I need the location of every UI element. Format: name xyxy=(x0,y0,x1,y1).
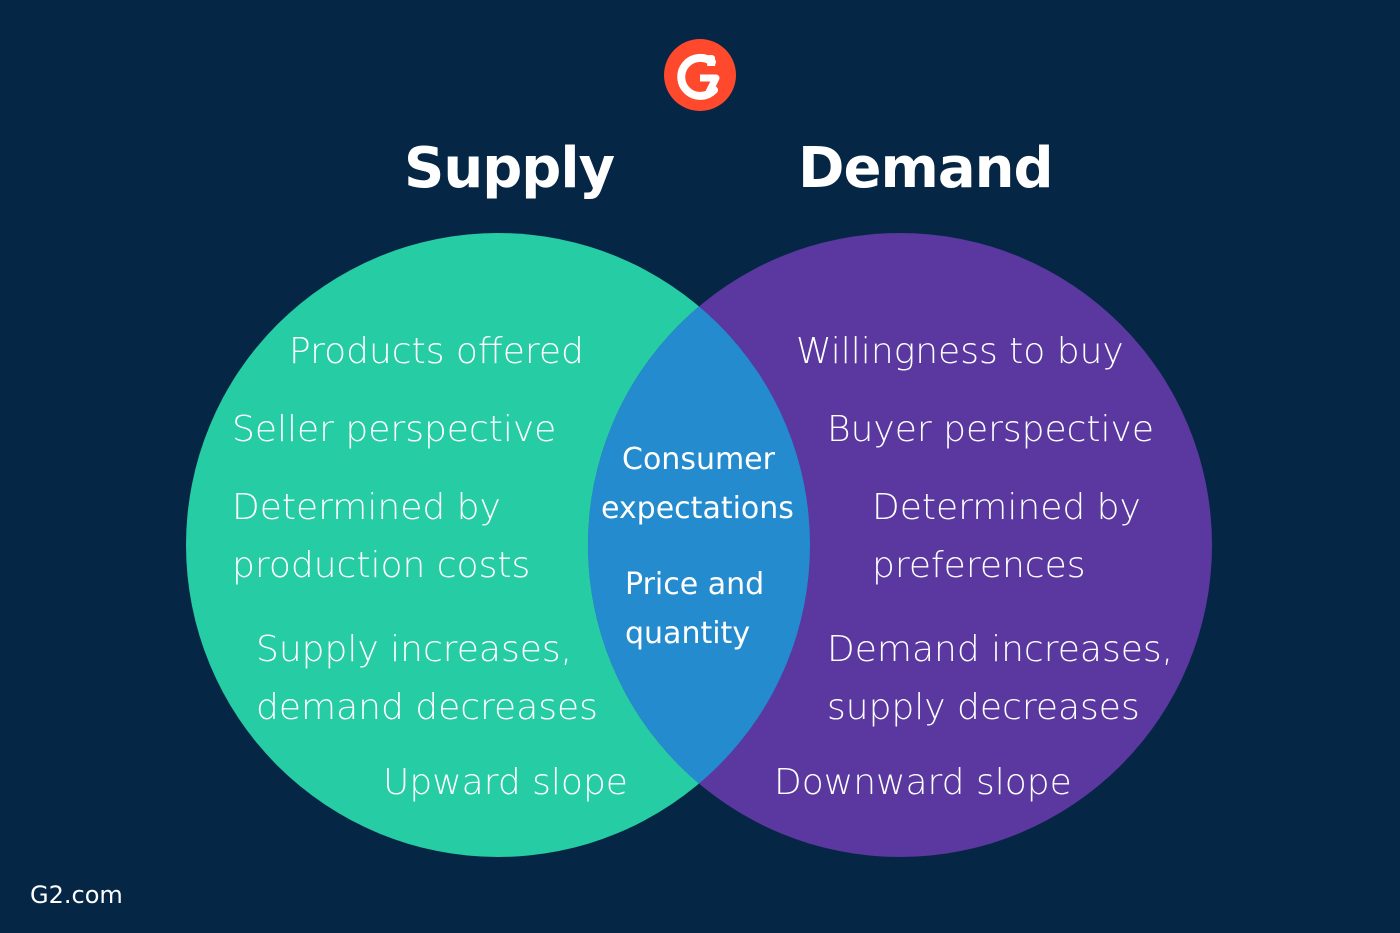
demand-item: supply decreases xyxy=(827,687,1140,728)
supply-item: Upward slope xyxy=(383,762,628,803)
supply-item: demand decreases xyxy=(256,687,598,728)
demand-item: Demand increases, xyxy=(827,629,1174,670)
overlap-item: quantity xyxy=(625,616,751,651)
supply-item: Determined by xyxy=(232,487,501,528)
demand-item: Determined by xyxy=(872,487,1141,528)
footer-brand: G2.com xyxy=(30,881,123,909)
supply-item: production costs xyxy=(232,545,531,586)
demand-item: Willingness to buy xyxy=(796,331,1124,372)
demand-item: preferences xyxy=(872,545,1086,586)
supply-item: Products offered xyxy=(289,331,584,372)
overlap-item: Consumer xyxy=(622,442,775,477)
supply-item: Supply increases, xyxy=(256,629,573,670)
supply-item: Seller perspective xyxy=(232,409,557,450)
demand-title: Demand xyxy=(798,136,1054,201)
overlap-item: Price and xyxy=(625,567,765,602)
svg-text:2: 2 xyxy=(706,52,716,70)
supply-title: Supply xyxy=(404,136,615,201)
demand-item: Buyer perspective xyxy=(827,409,1155,450)
overlap-item: expectations xyxy=(601,491,794,526)
overlap-region xyxy=(588,233,810,857)
g2-logo-icon: 2 xyxy=(664,39,736,111)
demand-item: Downward slope xyxy=(774,762,1072,803)
